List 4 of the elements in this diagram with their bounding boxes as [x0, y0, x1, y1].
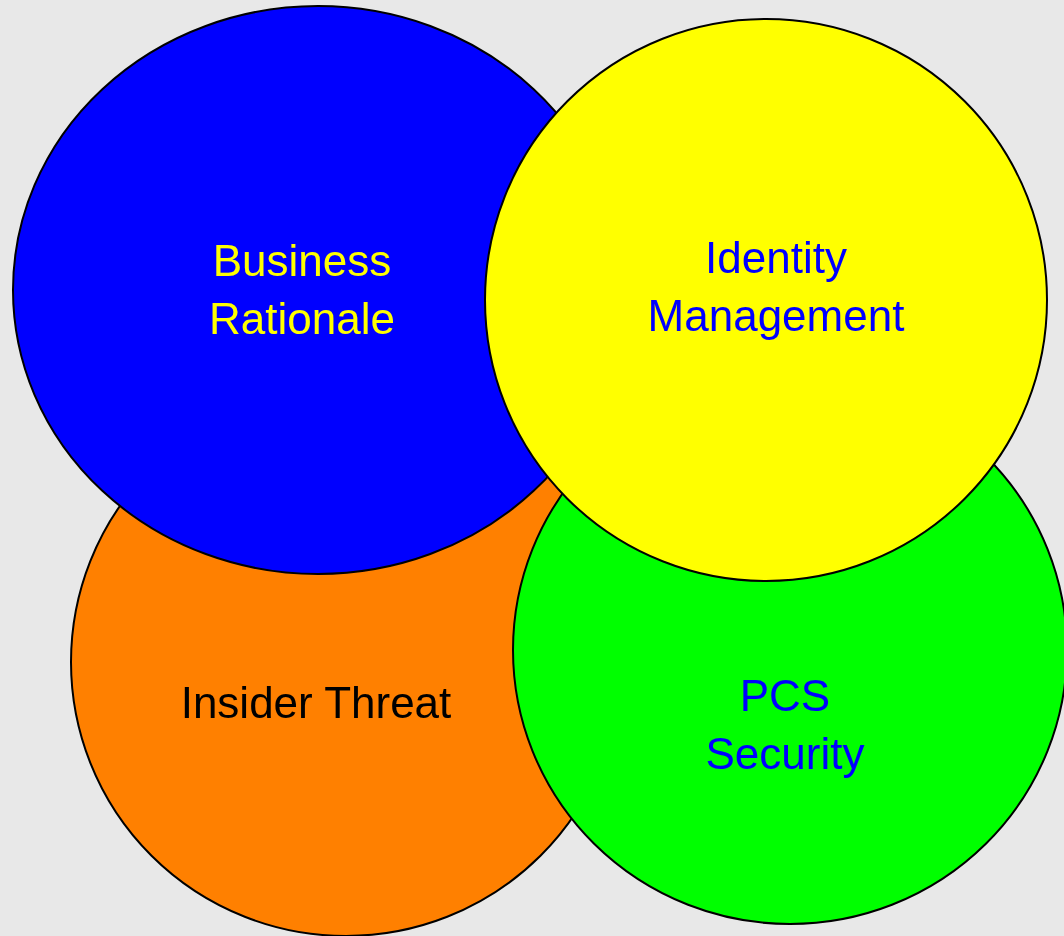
circle-label: Identity Management	[646, 232, 906, 342]
circle-label: Insider Threat	[179, 677, 453, 729]
circle-label: PCS Security	[704, 670, 866, 780]
circle-label: Business Rationale	[208, 235, 396, 345]
